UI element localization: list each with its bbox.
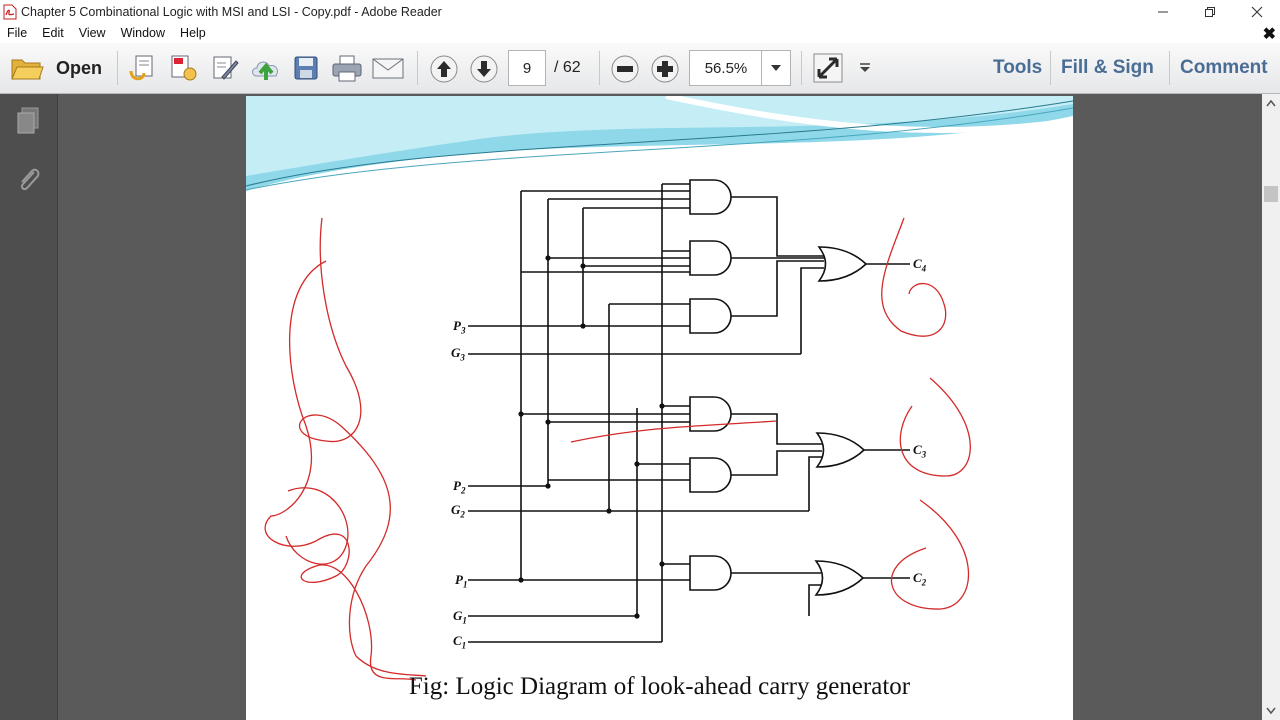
input-label-p1: P1 <box>455 572 468 590</box>
zoom-dropdown[interactable] <box>761 50 791 86</box>
save-button[interactable] <box>290 52 322 84</box>
email-button[interactable] <box>370 52 406 84</box>
output-label-c3: C3 <box>913 442 927 460</box>
open-label: Open <box>55 57 102 78</box>
tools-link[interactable]: Tools <box>993 57 1043 78</box>
input-label-c1: C1 <box>453 633 467 651</box>
save-disk-icon <box>294 56 318 80</box>
fit-page-button[interactable] <box>810 52 846 84</box>
create-pdf-icon <box>129 55 153 81</box>
window-title: Chapter 5 Combinational Logic with MSI a… <box>21 4 442 19</box>
print-button[interactable] <box>330 52 364 84</box>
fill-sign-link[interactable]: Fill & Sign <box>1061 57 1154 78</box>
scroll-up-arrow-icon[interactable] <box>1266 99 1276 107</box>
attachments-button[interactable] <box>14 164 42 194</box>
menu-bar: File Edit View Window Help ✖ <box>0 23 1280 43</box>
menu-edit[interactable]: Edit <box>42 26 64 40</box>
pdf-file-icon <box>3 4 17 19</box>
chevron-down-icon <box>771 65 781 71</box>
folder-open-icon <box>11 59 44 80</box>
arrow-down-circle-icon <box>470 55 498 83</box>
page-number-input[interactable]: 9 <box>508 50 546 86</box>
title-bar: Chapter 5 Combinational Logic with MSI a… <box>0 0 1280 23</box>
menu-view[interactable]: View <box>78 26 106 40</box>
next-page-button[interactable] <box>468 53 500 85</box>
page-thumbnails-icon <box>17 107 39 134</box>
close-icon <box>1251 6 1262 17</box>
restore-icon <box>1204 6 1215 17</box>
figure-caption: Fig: Logic Diagram of look-ahead carry g… <box>408 673 911 700</box>
navigation-pane <box>0 94 58 720</box>
create-pdf-button[interactable] <box>126 52 160 84</box>
arrow-up-circle-icon <box>430 55 458 83</box>
restore-button[interactable] <box>1186 0 1233 23</box>
upload-cloud-button[interactable] <box>248 52 284 84</box>
close-window-button[interactable] <box>1233 0 1280 23</box>
export-pdf-icon <box>171 55 197 81</box>
logic-diagram <box>468 179 910 643</box>
page-header-banner <box>246 96 1073 191</box>
input-label-g3: G3 <box>451 345 465 363</box>
vertical-scrollbar[interactable] <box>1262 94 1280 720</box>
page-thumbnails-button[interactable] <box>14 106 42 136</box>
zoom-in-button[interactable] <box>649 53 681 85</box>
output-label-c4: C4 <box>913 256 927 274</box>
paperclip-icon <box>20 168 40 191</box>
edit-pencil-icon <box>213 56 239 80</box>
minimize-icon <box>1157 11 1168 12</box>
input-label-p2: P2 <box>453 478 466 496</box>
minimize-button[interactable] <box>1139 0 1186 23</box>
edit-pdf-button[interactable] <box>208 52 242 84</box>
export-pdf-button[interactable] <box>166 52 200 84</box>
dropdown-arrow-icon <box>860 63 870 72</box>
zoom-level-input[interactable]: 56.5% <box>689 50 763 86</box>
scrollbar-thumb[interactable] <box>1264 186 1278 202</box>
plus-circle-icon <box>651 55 679 83</box>
menu-file[interactable]: File <box>7 26 28 40</box>
input-label-g1: G1 <box>453 608 467 626</box>
ink-annotations <box>264 217 971 681</box>
input-label-p3: P3 <box>453 318 466 336</box>
input-label-g2: G2 <box>451 502 465 520</box>
open-button[interactable]: Open <box>6 52 106 84</box>
zoom-out-button[interactable] <box>609 53 641 85</box>
toolbar: Open <box>0 43 1280 94</box>
envelope-icon <box>372 58 404 79</box>
scroll-down-arrow-icon[interactable] <box>1266 707 1276 715</box>
pdf-page: P3 G3 P2 G2 P1 G1 C1 C4 C3 C2 Fig: Logic… <box>246 96 1073 720</box>
previous-page-button[interactable] <box>428 53 460 85</box>
close-document-icon[interactable]: ✖ <box>1262 26 1276 43</box>
minus-circle-icon <box>611 55 639 83</box>
toolbar-options-button[interactable] <box>856 57 874 79</box>
comment-link[interactable]: Comment <box>1180 57 1268 78</box>
menu-window[interactable]: Window <box>120 26 166 40</box>
cloud-upload-icon <box>252 61 278 80</box>
output-label-c2: C2 <box>913 570 927 588</box>
menu-help[interactable]: Help <box>180 26 206 40</box>
expand-arrows-icon <box>813 53 843 83</box>
page-total: / 62 <box>554 59 581 76</box>
printer-icon <box>332 55 362 82</box>
